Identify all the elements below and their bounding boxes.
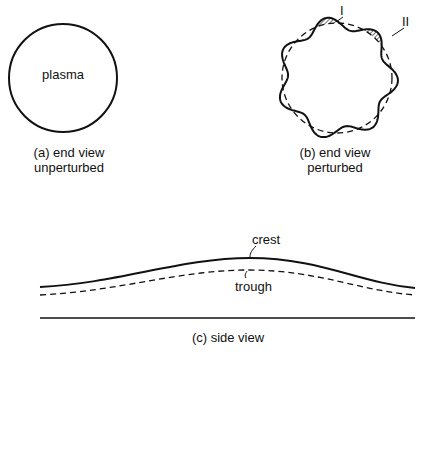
leader-line (245, 271, 247, 278)
region-label: plasma (42, 67, 84, 82)
plasma-column: plasma (8, 23, 118, 133)
region-label: I (340, 3, 344, 18)
caption: (a) end view unperturbed (14, 145, 124, 175)
perturbed-surface (40, 258, 415, 288)
leader-line (250, 246, 256, 257)
leader-line (392, 28, 404, 36)
caption: (c) side view (192, 330, 264, 345)
axis-line (40, 317, 415, 319)
perturbed-boundary (280, 18, 398, 137)
hatched-region (363, 29, 381, 46)
trough-label: trough (235, 279, 272, 294)
crest-label: crest (252, 232, 280, 247)
unperturbed-surface (40, 270, 415, 295)
unperturbed-boundary (282, 23, 392, 133)
region-label: II (402, 14, 409, 29)
caption: (b) end view perturbed (280, 145, 390, 175)
